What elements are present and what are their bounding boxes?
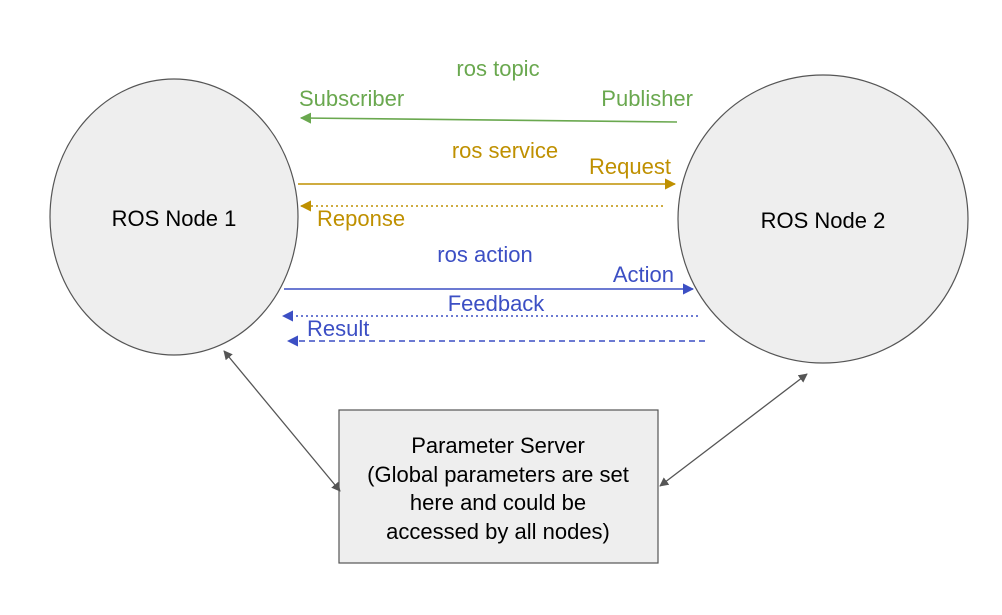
service-title: ros service [452,138,558,163]
parameter-server-line-2: (Global parameters are set [367,462,629,487]
topic-subscriber-label: Subscriber [299,86,404,111]
service-request-label: Request [589,154,671,179]
node-2-parameter-link [659,373,808,487]
service-response-label: Reponse [317,206,405,231]
parameter-server-line-4: accessed by all nodes) [386,519,610,544]
topic-publisher-label: Publisher [601,86,693,111]
topic-title: ros topic [456,56,539,81]
node-1-circle [49,78,299,356]
action-result-label: Result [307,316,369,341]
parameter-server-line-3: here and could be [410,490,586,515]
topic-arrow [299,112,678,124]
node-1-parameter-link [223,350,341,492]
action-feedback-label: Feedback [448,291,546,316]
node-1-label: ROS Node 1 [112,206,237,231]
parameter-server-line-1: Parameter Server [411,433,585,458]
action-title: ros action [437,242,532,267]
node-2-circle [677,74,969,364]
node-2-label: ROS Node 2 [761,208,886,233]
action-action-label: Action [613,262,674,287]
